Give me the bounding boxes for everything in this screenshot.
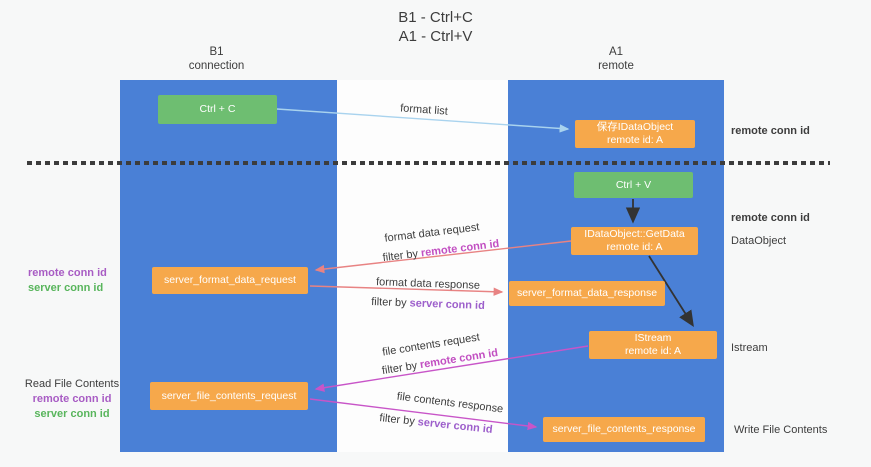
filter-prefix-2: filter by <box>370 296 407 310</box>
node-ctrl-c-label: Ctrl + C <box>199 103 236 115</box>
node-ctrl-v-label: Ctrl + V <box>615 178 652 191</box>
left-label-read-file-contents-group: Read File Contents remote conn id server… <box>24 377 120 422</box>
diagram-title: B1 - Ctrl+C A1 - Ctrl+V <box>0 8 871 46</box>
title-line-2: A1 - Ctrl+V <box>398 28 473 45</box>
lane-b1-subtitle: connection <box>188 60 245 72</box>
node-server-format-data-request-label: server_format_data_request <box>164 274 296 286</box>
right-label-write-file-contents: Write File Contents <box>734 424 828 436</box>
node-istream-line2: remote id: A <box>624 345 682 357</box>
node-getdata-line2: remote id: A <box>606 241 663 253</box>
lane-a1-name: A1 <box>608 46 624 58</box>
lane-a1-subtitle: remote <box>598 60 634 72</box>
node-getdata-line1: IDataObject::GetData <box>584 228 685 240</box>
node-save-idataobject-line1: 保存IDataObject <box>596 121 674 133</box>
title-line-1: B1 - Ctrl+C <box>398 9 473 26</box>
node-server-format-data-request: server_format_data_request <box>152 267 308 294</box>
lane-header-b1: B1 connection <box>108 45 325 73</box>
right-label-istream: Istream <box>731 342 768 354</box>
node-server-format-data-response: server_format_data_response <box>509 281 665 306</box>
left-label-remote-conn-id-1: remote conn id <box>28 267 107 279</box>
node-server-file-contents-response: server_file_contents_response <box>543 417 705 442</box>
right-label-remote-conn-id-2: remote conn id <box>731 212 810 224</box>
left-label-remote-conn-id-2: remote conn id <box>32 393 112 405</box>
dashed-divider <box>27 161 830 165</box>
node-server-file-contents-request-label: server_file_contents_request <box>161 389 297 402</box>
node-ctrl-c: Ctrl + C <box>158 95 277 124</box>
node-idataobject-getdata: IDataObject::GetData remote id: A <box>571 227 698 255</box>
filter-server-conn-id-1: server conn id <box>409 297 486 312</box>
node-server-file-contents-request: server_file_contents_request <box>150 382 308 410</box>
left-label-read-file-contents: Read File Contents <box>24 378 120 390</box>
left-label-server-conn-id-1: server conn id <box>28 282 104 294</box>
lane-header-a1: A1 remote <box>508 45 724 73</box>
lane-b1-name: B1 <box>209 46 224 58</box>
node-istream-line1: IStream <box>634 332 672 344</box>
node-server-format-data-response-label: server_format_data_response <box>516 287 658 299</box>
left-label-server-conn-id-2: server conn id <box>34 408 110 420</box>
node-istream: IStream remote id: A <box>589 331 717 359</box>
node-server-file-contents-response-label: server_file_contents_response <box>552 423 696 435</box>
right-label-remote-conn-id-1: remote conn id <box>731 125 810 137</box>
right-label-dataobject: DataObject <box>731 235 787 247</box>
left-label-conn-ids: remote conn id server conn id <box>28 266 107 296</box>
node-ctrl-v: Ctrl + V <box>574 172 693 198</box>
node-save-idataobject: 保存IDataObject remote id: A <box>575 120 695 148</box>
node-save-idataobject-line2: remote id: A <box>606 134 664 146</box>
